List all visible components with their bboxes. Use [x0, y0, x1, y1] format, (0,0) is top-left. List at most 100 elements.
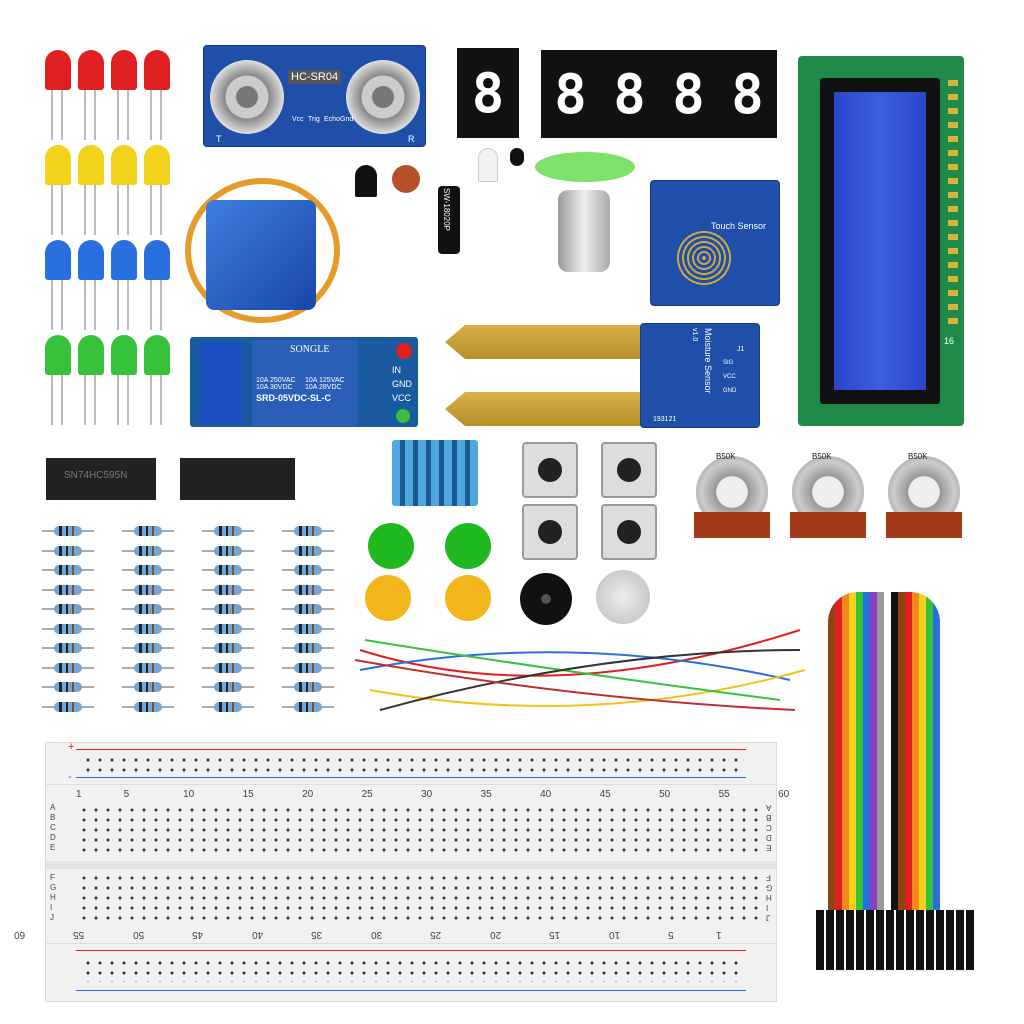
pin-echo: Echo [324, 116, 340, 123]
lcd-bezel [820, 78, 940, 404]
negative-line [76, 990, 746, 991]
servo-motor [206, 200, 316, 310]
led-yellow [144, 145, 170, 235]
column-number: 5 [123, 789, 130, 800]
resistor-body [294, 662, 322, 673]
power-rail-bottom [46, 943, 776, 1001]
touch-sensor-module: Touch Sensor [650, 180, 780, 306]
pot-base [790, 512, 866, 538]
resistor [122, 604, 174, 614]
positive-line [76, 749, 746, 750]
resistor-body [214, 526, 242, 536]
board-code: 193121 [653, 416, 677, 423]
rating: 10A 250VAC [256, 377, 296, 384]
row-letter: A [50, 803, 56, 812]
pin-gnd: GND [723, 388, 737, 394]
row-letter: B [766, 813, 772, 822]
resistor-body [54, 604, 82, 614]
pin-in: IN [392, 365, 401, 375]
row-letter: I [766, 903, 769, 912]
tilt-switch: SW-18020P [438, 186, 460, 254]
resistor-body [214, 701, 242, 712]
resistor [202, 623, 254, 634]
row-letter: F [50, 873, 55, 882]
column-number: 40 [251, 929, 264, 940]
column-number: 60 [778, 789, 790, 800]
ir-receiver [355, 165, 377, 197]
touch-sensor-label: Touch Sensor [711, 221, 767, 231]
resistor [122, 643, 174, 653]
ultrasonic-transmitter [210, 60, 284, 134]
resistor [42, 545, 94, 556]
minus-label: - [68, 771, 72, 783]
resistor [42, 584, 94, 595]
resistor-body [294, 701, 322, 712]
servo-cable [185, 178, 340, 323]
resistor [282, 565, 334, 575]
active-buzzer [596, 570, 650, 624]
pin-vcc: VCC [723, 374, 736, 380]
resistor [282, 623, 334, 634]
moisture-probe-top [445, 325, 645, 359]
led-blue [45, 240, 71, 330]
resistor-body [134, 623, 162, 634]
row-letter: A [766, 803, 772, 812]
pin-trig: Trig [308, 116, 320, 123]
tilt-switch-label: SW-18020P [442, 188, 451, 231]
lcd-module: 16 [798, 56, 964, 426]
led-red [111, 50, 137, 140]
lcd-pin-label: 16 [944, 336, 955, 346]
relay-brand: SONGLE [290, 344, 330, 355]
row-letter: E [50, 843, 56, 852]
led-red [144, 50, 170, 140]
resistor [282, 584, 334, 595]
led-blue [111, 240, 137, 330]
rail-holes [82, 755, 742, 775]
resistor [42, 604, 94, 614]
column-number: 45 [599, 789, 611, 800]
resistor [42, 682, 94, 692]
resistor [202, 643, 254, 653]
rgb-led [478, 148, 498, 182]
resistor-body [214, 662, 242, 673]
column-number: 20 [489, 929, 502, 940]
resistor-body [54, 565, 82, 575]
resistor [282, 682, 334, 692]
column-number: 35 [311, 929, 323, 940]
row-letter: H [766, 893, 772, 902]
resistor-body [294, 526, 322, 536]
header-label: J1 [737, 346, 745, 353]
touch-pad [675, 229, 733, 287]
lcd-screen [834, 92, 926, 390]
led-yellow [45, 145, 71, 235]
pin-gnd: GND [392, 379, 412, 389]
pot-label: B50K [908, 452, 928, 461]
resistor-body [134, 584, 162, 595]
row-letter: B [50, 813, 56, 822]
jumper-wires [354, 629, 806, 711]
column-number: 20 [302, 789, 314, 800]
relay-model: SRD-05VDC-SL-C [256, 393, 332, 403]
rail-holes [82, 958, 742, 982]
resistor [202, 604, 254, 614]
resistor-body [214, 682, 242, 692]
resistor [122, 545, 174, 556]
pin-vcc: Vcc [292, 116, 304, 123]
led-yellow [78, 145, 104, 235]
resistor-body [214, 545, 242, 556]
resistor-body [134, 545, 162, 556]
tactile-push-button [601, 504, 657, 560]
led-yellow [111, 145, 137, 235]
resistor-body [214, 565, 242, 575]
resistor-body [54, 701, 82, 712]
resistor-body [294, 623, 322, 634]
pot-base [886, 512, 962, 538]
rating: 10A 28VDC [305, 384, 342, 391]
tactile-push-button [601, 442, 657, 498]
resistor-body [134, 682, 162, 692]
column-number: 25 [430, 929, 442, 940]
column-number: 25 [361, 789, 373, 800]
resistor-body [294, 545, 322, 556]
